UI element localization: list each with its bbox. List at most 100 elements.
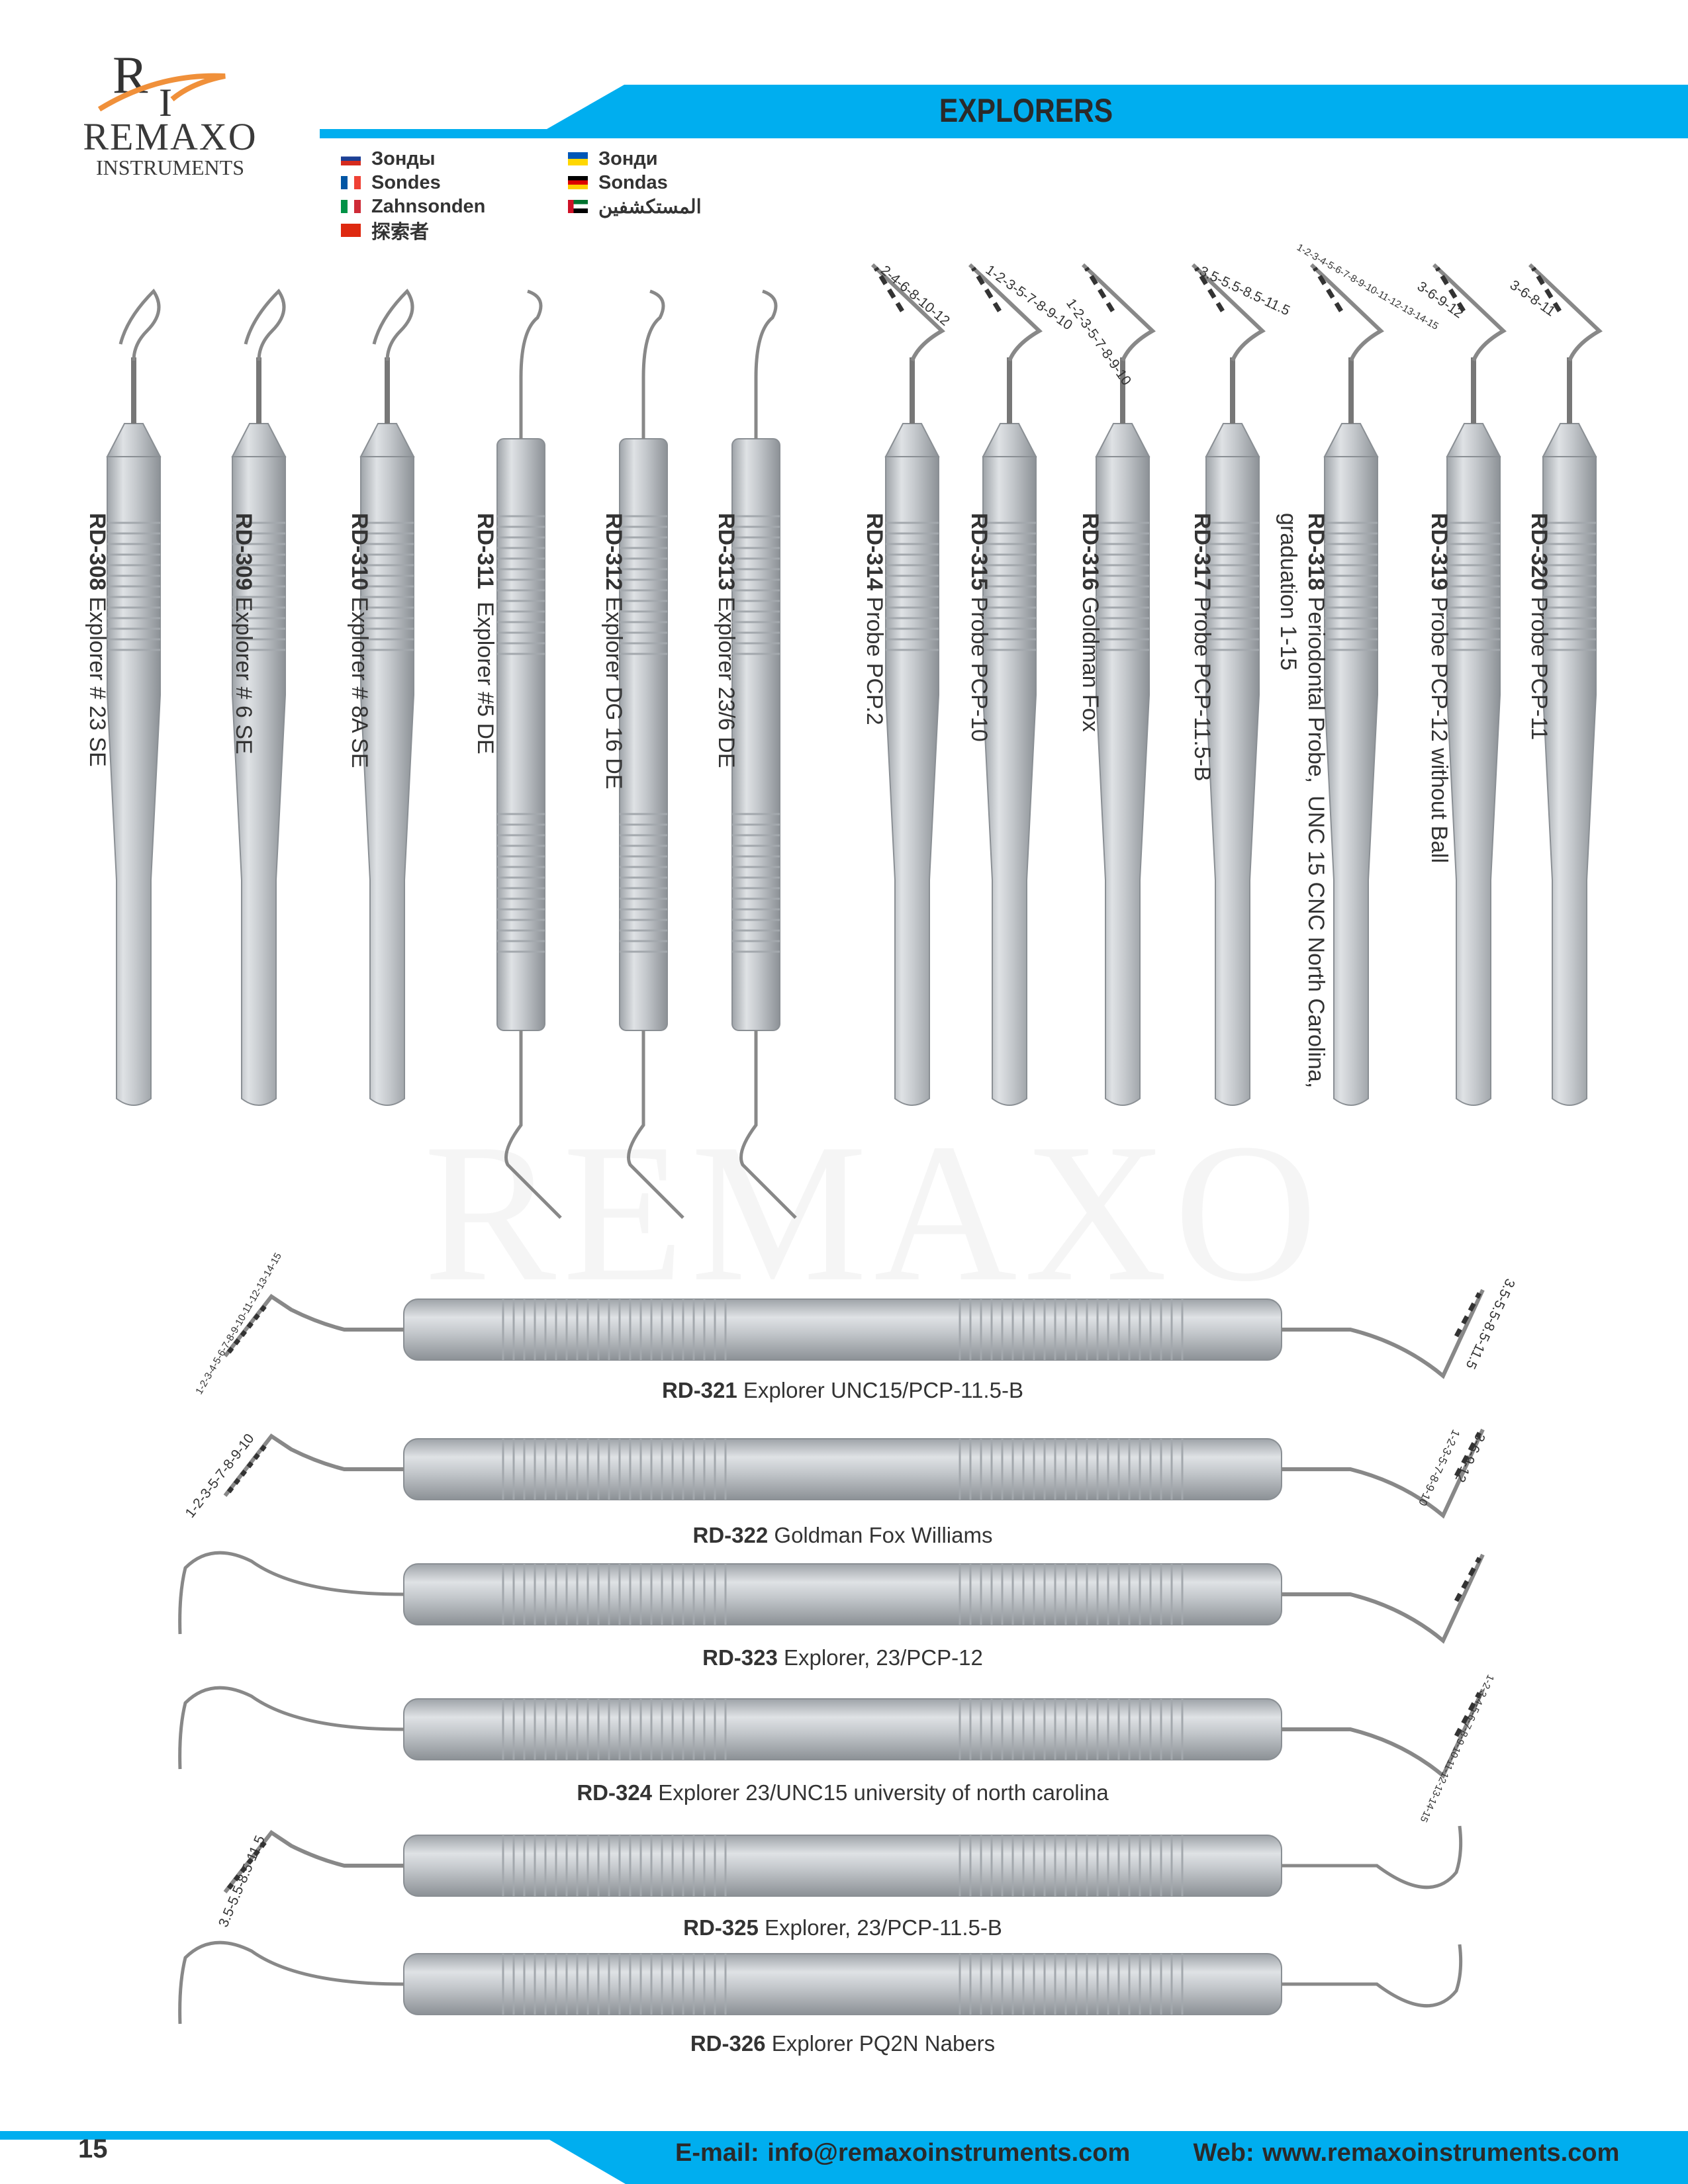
instrument-code: RD-312 (601, 513, 626, 591)
logo-mark: R I (97, 46, 226, 119)
instrument-name: Explorer # 6 SE (231, 590, 256, 754)
lang-italian: Zahnsonden (341, 195, 485, 218)
page-number: 15 (78, 2134, 108, 2163)
instrument-name: Goldman Fox Williams (768, 1523, 993, 1547)
instrument-rd-320 (1528, 263, 1603, 1106)
instrument-rd-314 (870, 263, 945, 1106)
footer-email[interactable]: E-mail: info@remaxoinstruments.com (675, 2139, 1131, 2167)
page-title: EXPLORERS (939, 92, 1113, 129)
instrument-code: RD-315 (966, 513, 992, 591)
instrument-label: RD-313 Explorer 23/6 DE (712, 513, 740, 768)
lang-text: 探索者 (371, 222, 430, 243)
lang-text: المستكشفين (598, 196, 702, 218)
instrument-code: RD-314 (862, 513, 887, 591)
instrument-name: Probe PCP-11.5-B (1190, 590, 1215, 782)
instrument-label: RD-321 Explorer UNC15/PCP-11.5-B (445, 1378, 1240, 1403)
instrument-code: RD-325 (683, 1915, 759, 1940)
china-flag-icon (341, 224, 361, 237)
instrument-rd-309 (231, 289, 287, 1106)
instrument-label: RD-312 Explorer DG 16 DE (600, 513, 628, 790)
instrument-rd-322 (223, 1428, 1485, 1519)
instrument-rd-321 (223, 1289, 1485, 1379)
instrument-code: RD-319 (1427, 513, 1452, 591)
header-band (320, 85, 1688, 138)
instrument-label: RD-326 Explorer PQ2N Nabers (445, 2031, 1240, 2056)
italy-flag-icon (341, 200, 361, 213)
instrument-code: RD-323 (702, 1645, 778, 1670)
instrument-code: RD-318 (1303, 513, 1329, 591)
instrument-label: RD-322 Goldman Fox Williams (445, 1523, 1240, 1548)
instrument-name: Probe PCP.2 (862, 590, 887, 725)
instrument-code: RD-324 (577, 1780, 653, 1805)
lang-german: Sondas (568, 171, 702, 195)
instrument-label: RD-323 Explorer, 23/PCP-12 (445, 1645, 1240, 1670)
footer-web[interactable]: Web: www.remaxoinstruments.com (1193, 2139, 1620, 2167)
instrument-label: RD-319 Probe PCP-12 without Ball (1425, 513, 1453, 863)
instrument-name: Explorer 23/UNC15 university of north ca… (652, 1780, 1109, 1805)
instrument-code: RD-326 (690, 2031, 766, 2056)
language-list-right: Зонди Sondas المستكشفين (568, 147, 702, 218)
instrument-rd-311 (496, 289, 562, 1219)
instrument-rd-324 (178, 1686, 1485, 1779)
lang-chinese: 探索者 (341, 218, 485, 243)
instrument-rd-317 (1191, 263, 1266, 1106)
svg-text:I: I (159, 81, 172, 119)
instrument-rd-323 (178, 1551, 1485, 1644)
lang-text: Зонды (371, 148, 436, 169)
footer-band (0, 2131, 1688, 2184)
instrument-code: RD-308 (85, 513, 110, 591)
instrument-rd-312 (619, 289, 684, 1219)
instrument-name: Probe PCP-10 (966, 590, 992, 742)
instrument-code: RD-311 (473, 513, 498, 590)
lang-text: Sondas (598, 171, 668, 193)
instrument-label: RD-325 Explorer, 23/PCP-11.5-B (445, 1915, 1240, 1940)
russia-flag-icon (341, 152, 361, 165)
lang-ukrainian: Зонди (568, 147, 702, 171)
germany-flag-icon (568, 176, 588, 189)
lang-text: Sondes (371, 171, 441, 193)
instrument-rd-316 (1081, 263, 1156, 1106)
uae-flag-icon (568, 200, 588, 213)
instrument-code: RD-310 (347, 513, 372, 591)
instrument-code: RD-321 (662, 1378, 737, 1402)
instrument-code: RD-322 (692, 1523, 769, 1547)
instrument-label: RD-314 Probe PCP.2 (861, 513, 888, 725)
instrument-name: Explorer UNC15/PCP-11.5-B (737, 1378, 1023, 1402)
instrument-name: Probe PCP-12 without Ball (1427, 590, 1452, 864)
instrument-rd-308 (106, 289, 162, 1106)
instrument-label: RD-316 Goldman Fox (1076, 513, 1104, 732)
instrument-label: RD-318 Periodontal Probe, UNC 15 CNC Nor… (1274, 513, 1330, 1088)
instrument-name: Explorer # 8A SE (347, 590, 372, 768)
instrument-code: RD-317 (1190, 513, 1215, 591)
instrument-name: Explorer 23/6 DE (714, 590, 739, 768)
lang-arabic: المستكشفين (568, 195, 702, 218)
instrument-name: Periodontal Probe, UNC 15 CNC North Caro… (1303, 590, 1329, 1089)
instrument-rd-315 (968, 263, 1043, 1106)
instrument-rd-326 (178, 1940, 1463, 2025)
instrument-label: RD-308 Explorer # 23 SE (83, 513, 111, 767)
instrument-label: RD-317 Probe PCP-11.5-B (1188, 513, 1216, 782)
instrument-name: Explorer, 23/PCP-12 (777, 1645, 983, 1670)
instrument-label: RD-309 Explorer # 6 SE (230, 513, 258, 754)
instrument-name: Explorer # 23 SE (85, 590, 110, 767)
instrument-rd-325 (223, 1825, 1463, 1897)
instrument-rd-313 (731, 289, 797, 1219)
instrument-rd-310 (359, 289, 415, 1106)
instrument-rd-318 (1309, 263, 1384, 1106)
lang-russian: Зонды (341, 147, 485, 171)
language-list-left: Зонды Sondes Zahnsonden 探索者 (341, 147, 485, 243)
instrument-code: RD-320 (1526, 513, 1552, 591)
instrument-name: Goldman Fox (1078, 590, 1103, 732)
instrument-name: Explorer PQ2N Nabers (765, 2031, 996, 2056)
brand-name: REMAXO (83, 115, 258, 158)
instrument-code: RD-316 (1078, 513, 1103, 591)
instrument-code: RD-309 (231, 513, 256, 591)
instrument-code: RD-313 (714, 513, 739, 591)
instrument-name: Probe PCP-11 (1526, 590, 1552, 741)
instrument-label: RD-315 Probe PCP-10 (965, 513, 993, 742)
france-flag-icon (341, 176, 361, 189)
instrument-name: Explorer DG 16 DE (601, 590, 626, 790)
instrument-name: Explorer #5 DE (473, 589, 498, 754)
ukraine-flag-icon (568, 152, 588, 165)
